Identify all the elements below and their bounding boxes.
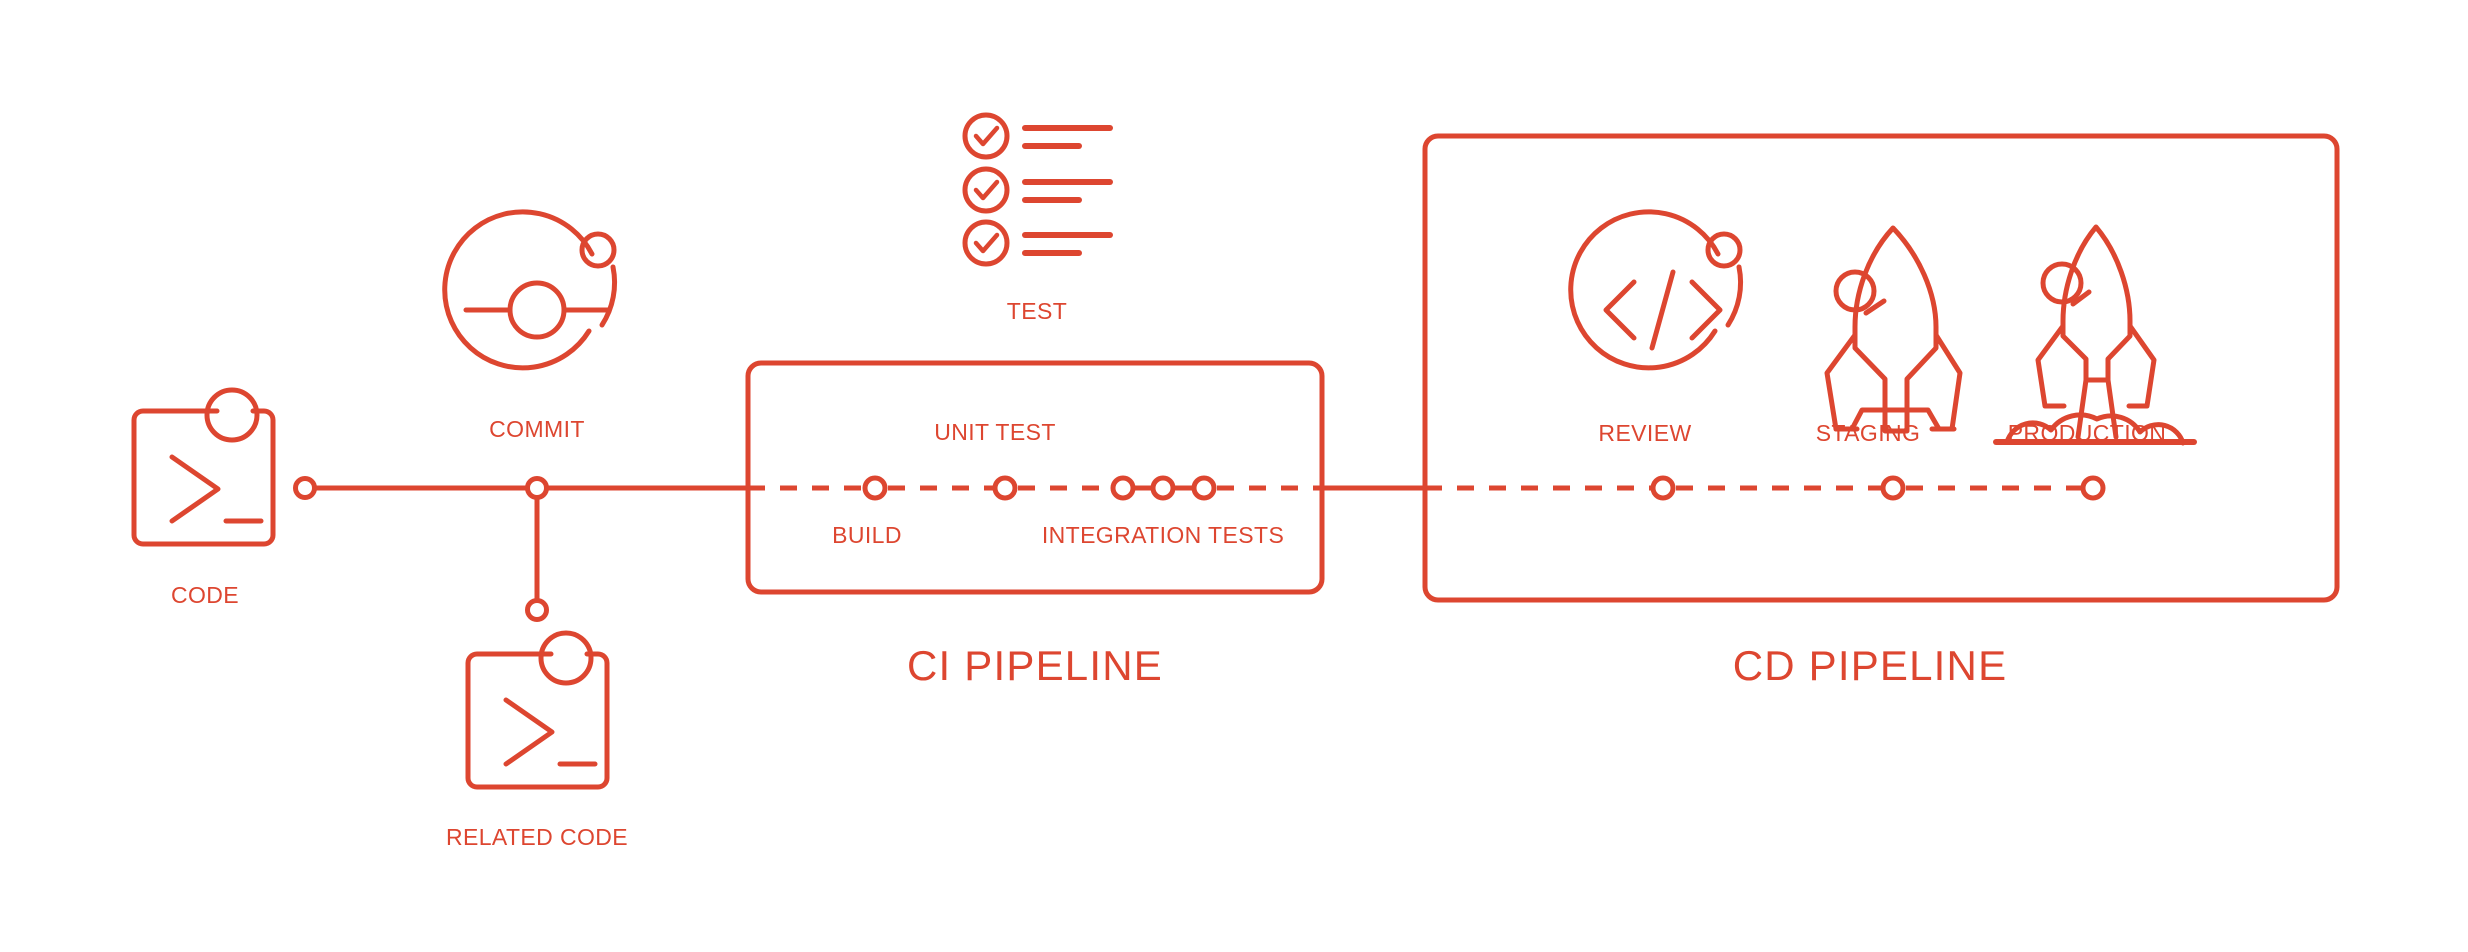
node-integration-test-1[interactable] xyxy=(1110,475,1136,501)
node-staging[interactable] xyxy=(1880,475,1906,501)
node-code[interactable] xyxy=(293,476,317,500)
checklist-icon xyxy=(962,112,1113,267)
label-commit: COMMIT xyxy=(489,416,585,442)
terminal-code-icon-related xyxy=(465,630,610,790)
label-related-code: RELATED CODE xyxy=(445,824,629,850)
cd-pipeline-title: CD PIPELINE xyxy=(1732,642,2008,689)
rocket-icon xyxy=(1824,225,1963,434)
node-build[interactable] xyxy=(862,475,888,501)
node-integration-test-3[interactable] xyxy=(1191,475,1217,501)
node-review[interactable] xyxy=(1650,475,1676,501)
node-related-code[interactable] xyxy=(525,598,549,622)
node-integration-test-2[interactable] xyxy=(1150,475,1176,501)
label-production: PRODUCTION xyxy=(2007,420,2167,446)
node-unit-test[interactable] xyxy=(992,475,1018,501)
terminal-code-icon xyxy=(131,387,276,547)
label-staging: STAGING xyxy=(1815,420,1921,446)
label-unit-test: UNIT TEST xyxy=(934,419,1056,445)
ci-pipeline-title: CI PIPELINE xyxy=(907,642,1163,689)
node-production[interactable] xyxy=(2080,475,2106,501)
ci-pipeline-box xyxy=(745,360,1325,595)
rocket-launch-icon xyxy=(1993,224,2197,446)
label-integration-tests: INTEGRATION TESTS xyxy=(1041,522,1285,548)
code-review-icon xyxy=(1568,209,1744,371)
node-commit[interactable] xyxy=(525,476,549,500)
cd-pipeline-box xyxy=(1422,133,2340,603)
label-code: CODE xyxy=(170,582,240,608)
commit-orbit-icon xyxy=(442,209,618,371)
label-build: BUILD xyxy=(832,522,902,548)
label-review: REVIEW xyxy=(1598,420,1692,446)
label-test: TEST xyxy=(1006,298,1068,324)
